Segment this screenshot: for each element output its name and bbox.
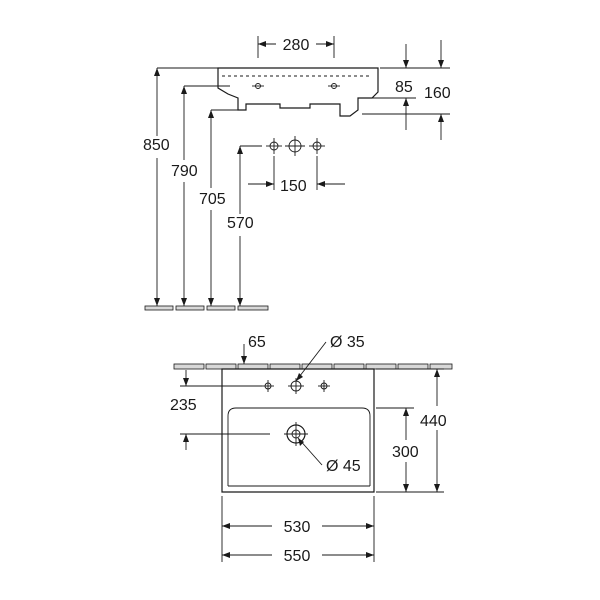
label-440: 440: [420, 413, 447, 430]
label-280: 280: [283, 37, 310, 54]
dim-440: 440: [376, 368, 447, 493]
dim-300: 300: [376, 407, 419, 493]
label-705: 705: [199, 191, 226, 208]
floor-line: [144, 305, 269, 311]
tap-hole-right-side: [328, 83, 340, 89]
dim-diam-35: Ø 35: [295, 334, 365, 382]
label-160: 160: [424, 85, 451, 102]
dim-150: 150: [248, 156, 345, 195]
basin-side-profile: [217, 67, 379, 117]
label-150: 150: [280, 178, 307, 195]
basin-top-outline: [221, 368, 375, 493]
label-300: 300: [392, 444, 419, 461]
label-570: 570: [227, 215, 254, 232]
tap-hole-left-side: [252, 83, 264, 89]
dim-850: 850: [143, 68, 170, 306]
tap-holes-front: [266, 136, 325, 156]
label-550: 550: [284, 548, 311, 565]
dim-550: 550: [221, 534, 375, 565]
height-leaders: [157, 67, 262, 147]
side-view: 280 85 160: [143, 36, 451, 311]
label-530: 530: [284, 519, 311, 536]
dim-790: 790: [171, 86, 198, 306]
top-view: 65 Ø 35 235 Ø 45: [170, 334, 453, 565]
drain: [284, 422, 308, 446]
dim-570: 570: [227, 146, 254, 306]
basin-bowl-outline: [227, 407, 371, 486]
wall-band: [173, 363, 453, 370]
label-85: 85: [395, 79, 413, 96]
dim-530: 530: [221, 496, 375, 536]
dim-85-160: 85 160: [362, 40, 451, 140]
label-65: 65: [248, 334, 266, 351]
dim-65: 65: [241, 334, 266, 364]
label-diam-35: Ø 35: [330, 334, 365, 351]
dim-diam-45: Ø 45: [297, 437, 361, 475]
label-790: 790: [171, 163, 198, 180]
label-diam-45: Ø 45: [326, 458, 361, 475]
dim-280: 280: [257, 36, 335, 58]
dim-235: 235: [170, 370, 270, 450]
label-235: 235: [170, 397, 197, 414]
dim-705: 705: [199, 110, 226, 306]
label-850: 850: [143, 137, 170, 154]
